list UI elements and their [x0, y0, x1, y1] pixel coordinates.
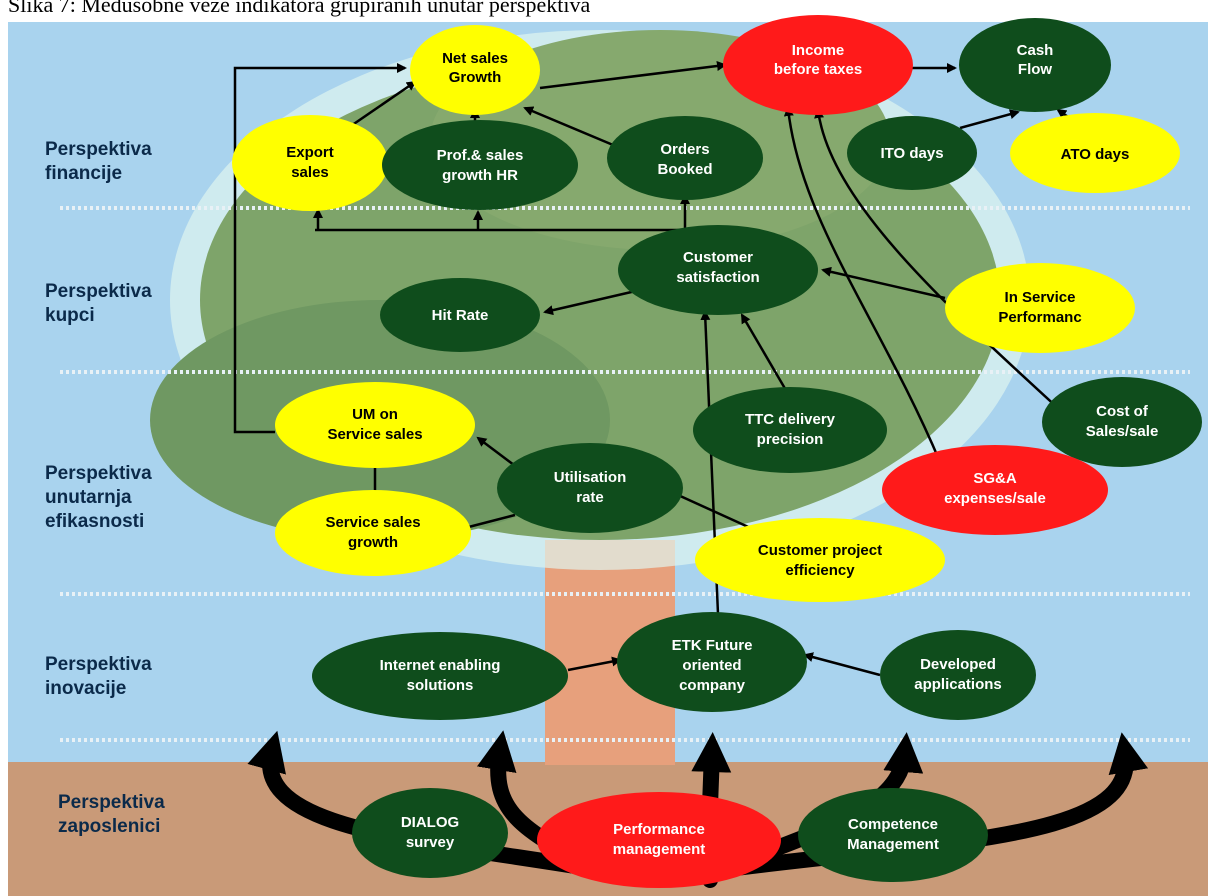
- edge-ttc-cust: [740, 313, 789, 393]
- node-service-growth-shape: [275, 490, 471, 576]
- node-sga-shape: [882, 445, 1108, 535]
- node-ito-label: ITO days: [880, 145, 943, 162]
- node-hit-rate-shape: [380, 278, 540, 352]
- node-customer-sat-shape: [618, 225, 818, 315]
- node-ttc-shape: [693, 387, 887, 473]
- edge-net-income: [539, 61, 727, 90]
- node-competence-shape: [798, 788, 988, 882]
- node-developed-shape: [880, 630, 1036, 720]
- node-cost-shape: [1042, 377, 1202, 467]
- edges: [233, 61, 1091, 677]
- edge-internet-etk: [567, 656, 622, 672]
- node-ato-days[interactable]: ATO days: [1010, 113, 1180, 193]
- node-ato-label: ATO days: [1061, 146, 1130, 163]
- node-um-shape: [275, 382, 475, 468]
- edge-ito-cash: [959, 109, 1020, 130]
- node-hit-rate-label: Hit Rate: [432, 307, 489, 324]
- node-prof-shape: [382, 120, 578, 210]
- node-ito-shape: [847, 116, 977, 190]
- node-export-shape: [232, 115, 388, 211]
- node-project-shape: [695, 518, 945, 602]
- perspective-inovacije: Perspektiva inovacije: [45, 654, 157, 699]
- node-orders-shape: [607, 116, 763, 200]
- node-ato-shape: [1010, 113, 1180, 193]
- edge-inservice-cust: [821, 266, 946, 300]
- node-etk-shape: [617, 612, 807, 712]
- edge-project-util: [665, 488, 756, 532]
- edge-sga-income: [783, 106, 942, 463]
- edge-cust-hit: [543, 288, 641, 316]
- edge-util-um: [476, 436, 519, 469]
- perspective-financije: Perspektiva financije: [45, 139, 157, 184]
- edge-orders-net: [523, 106, 626, 152]
- node-net-sales-shape: [410, 25, 540, 115]
- node-performance-shape: [537, 792, 781, 888]
- figure-caption: Slika 7: Međusobne veze indikatora grupi…: [8, 0, 591, 17]
- perspective-kupci: Perspektiva kupci: [45, 281, 157, 326]
- perspective-zaposlenici: Perspektiva zaposlenici: [58, 792, 170, 837]
- edge-cost-income: [814, 108, 1061, 411]
- edge-um-net: [233, 63, 407, 434]
- node-utilisation-shape: [497, 443, 683, 533]
- node-cash-flow-shape: [959, 18, 1111, 112]
- node-income-shape: [723, 15, 913, 115]
- edge-developed-etk: [803, 652, 881, 677]
- node-in-service-shape: [945, 263, 1135, 353]
- node-dialog-shape: [352, 788, 508, 878]
- node-internet-shape: [312, 632, 568, 720]
- perspective-labels: Perspektiva financije Perspektiva kupci …: [45, 139, 170, 837]
- edge-export-net: [344, 80, 417, 132]
- node-ito-days[interactable]: ITO days: [847, 116, 977, 190]
- perspective-unutarnja: Perspektiva unutarnja efikasnosti: [45, 463, 157, 532]
- node-hit-rate[interactable]: Hit Rate: [380, 278, 540, 352]
